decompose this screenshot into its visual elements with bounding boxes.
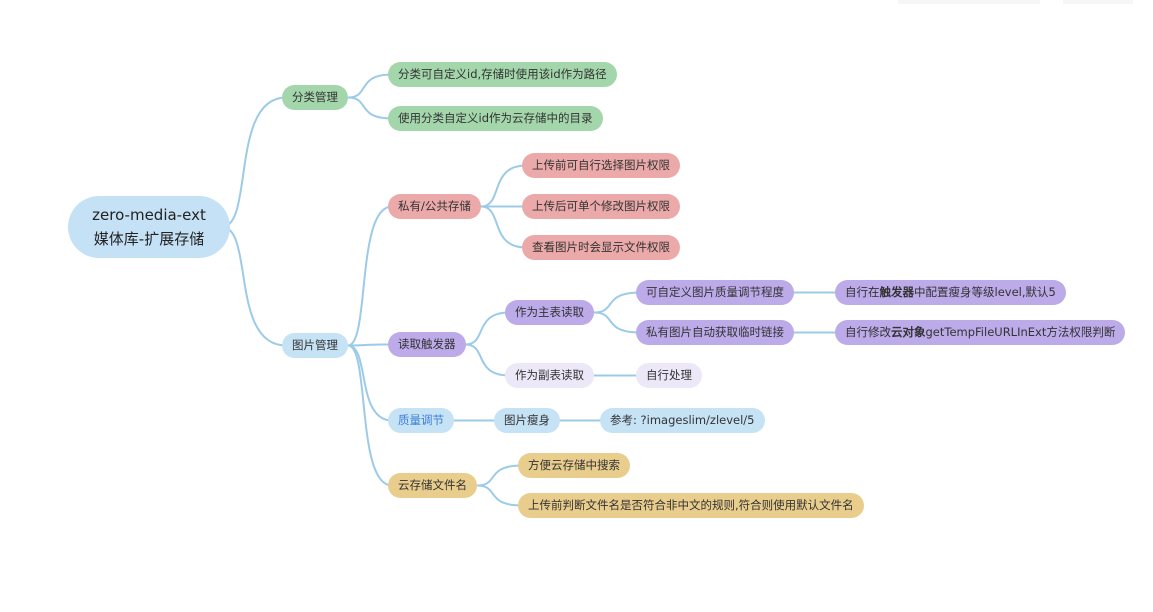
node-quality-detail[interactable]: 自行在触发器中配置瘦身等级level,默认5 [835,280,1066,305]
connector-line [480,205,527,249]
connector-line [593,311,641,334]
toolbar-shadow [898,0,1040,4]
node-trigger[interactable]: 读取触发器 [388,332,466,357]
connector-line [221,226,287,347]
node-category-custom-id[interactable]: 分类可自定义id,存储时使用该id作为路径 [388,62,617,87]
node-quality[interactable]: 质量调节 [388,408,454,433]
connector-line [347,205,393,347]
node-filename-rule[interactable]: 上传前判断文件名是否符合非中文的规则,符合则使用默认文件名 [518,493,864,518]
root-title: zero-media-ext [92,206,206,224]
connector-line [480,164,527,208]
text: 中配置瘦身等级level,默认5 [914,285,1056,299]
node-storage-modify[interactable]: 上传后可单个修改图片权限 [522,194,680,219]
connector-line [593,291,641,314]
node-image-slim[interactable]: 图片瘦身 [494,408,560,433]
node-storage-upload-select[interactable]: 上传前可自行选择图片权限 [522,153,680,178]
connector-line [347,344,393,422]
node-storage-view[interactable]: 查看图片时会显示文件权限 [522,235,680,260]
node-main-table[interactable]: 作为主表读取 [505,300,594,325]
connector-line [465,311,510,346]
bold-text: 触发器 [879,285,915,299]
node-quality-degree[interactable]: 可自定义图片质量调节程度 [636,280,794,305]
node-temp-link-detail[interactable]: 自行修改云对象getTempFileURLInExt方法权限判断 [835,320,1126,345]
node-temp-link[interactable]: 私有图片自动获取临时链接 [636,320,794,345]
node-image-management[interactable]: 图片管理 [282,333,348,358]
text: 自行在 [845,285,880,299]
connector-line [465,343,510,377]
text: getTempFileURLInExt方法权限判断 [925,325,1116,339]
root-subtitle: 媒体库-扩展存储 [93,230,205,248]
text: 自行修改 [845,325,891,339]
node-storage[interactable]: 私有/公共存储 [388,194,481,219]
connector-line [221,96,287,228]
node-category-directory[interactable]: 使用分类自定义id作为云存储中的目录 [388,106,603,131]
connector-line [347,344,393,487]
connector-line [476,464,523,487]
connector-line [347,73,393,99]
connector-line [347,343,393,347]
node-filename-search[interactable]: 方便云存储中搜索 [518,453,630,478]
root-node[interactable]: zero-media-ext 媒体库-扩展存储 [68,196,230,258]
connector-line [347,96,393,120]
node-category[interactable]: 分类管理 [282,85,348,110]
node-sub-table[interactable]: 作为副表读取 [505,363,594,388]
bold-text: 云对象 [891,325,926,339]
node-self-handle[interactable]: 自行处理 [636,363,702,388]
connector-line [476,484,523,507]
node-filename[interactable]: 云存储文件名 [388,473,477,498]
toolbar-shadow [1063,0,1133,4]
node-slim-reference[interactable]: 参考: ?imageslim/zlevel/5 [600,408,765,433]
